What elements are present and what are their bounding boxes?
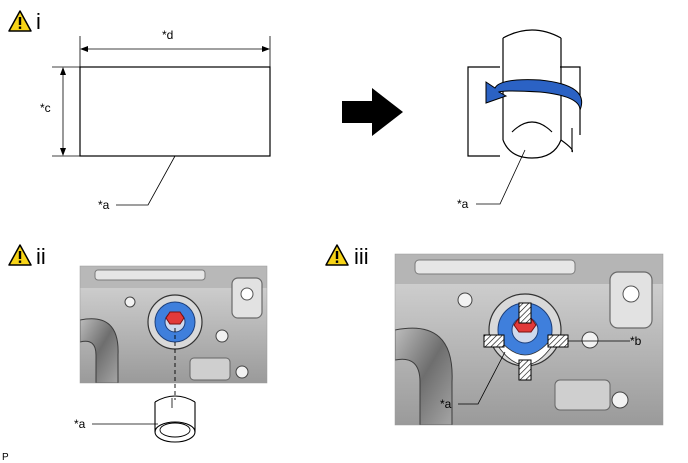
rolled-sheet: *a (457, 29, 582, 211)
step-ii-header: ii (8, 244, 46, 269)
part-label-a-sheet: *a (98, 198, 110, 212)
step-i-numeral: i (36, 9, 41, 34)
step-i-header: i (8, 9, 41, 34)
step-iii-header: iii (325, 244, 369, 269)
flat-sheet: *d *c *a (40, 28, 271, 212)
caution-triangle-icon (8, 244, 32, 266)
dimension-label-d: *d (162, 28, 173, 42)
dimension-label-c: *c (40, 101, 51, 115)
caution-triangle-icon (8, 10, 32, 32)
step-ii-numeral: ii (36, 244, 46, 269)
direction-arrow-icon (342, 88, 403, 136)
part-label-a-rolled: *a (457, 197, 469, 211)
part-label-b: *b (630, 334, 642, 348)
engine-photo-step-ii (79, 265, 268, 400)
part-label-a-small: *a (74, 417, 86, 431)
part-label-a-installed: *a (440, 397, 452, 411)
footer-code: P (2, 452, 9, 463)
step-iii-numeral: iii (354, 244, 369, 269)
caution-triangle-icon (325, 244, 349, 266)
rolled-sheet-small: *a (74, 395, 196, 443)
engine-photo-step-iii: *b *a (394, 253, 664, 426)
